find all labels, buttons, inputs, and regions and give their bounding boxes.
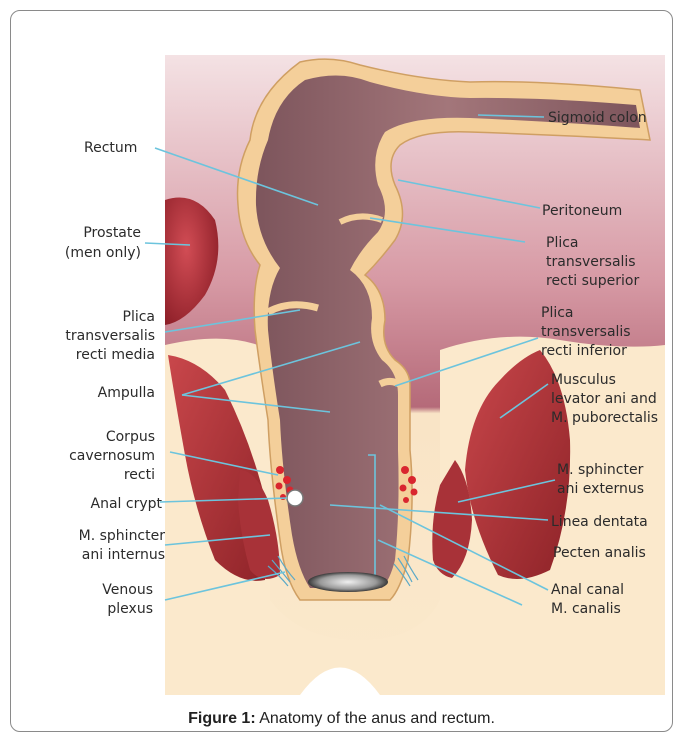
label-corpus-3: recti: [124, 467, 155, 483]
label-sigmoid-colon: Sigmoid colon: [548, 110, 647, 126]
label-plica-inferior-3: recti inferior: [541, 343, 627, 359]
anus-opening: [308, 572, 388, 592]
label-venous-2: plexus: [107, 601, 153, 617]
label-prostate-2: (men only): [65, 245, 141, 261]
label-plica-superior-3: recti superior: [546, 273, 639, 289]
label-plica-media-3: recti media: [76, 347, 155, 363]
figure-caption: Figure 1: Anatomy of the anus and rectum…: [0, 710, 683, 728]
label-sphincter-int-1: M. sphincter: [79, 528, 166, 544]
label-levator-1: Musculus: [551, 372, 616, 388]
label-levator-2: levator ani and: [551, 391, 657, 407]
label-prostate-1: Prostate: [83, 225, 141, 241]
label-plica-media-1: Plica: [123, 309, 156, 325]
label-plica-superior-2: transversalis: [546, 254, 636, 270]
label-anal-canal-1: Anal canal: [551, 582, 624, 598]
label-sphincter-ext-1: M. sphincter: [557, 462, 644, 478]
label-venous-1: Venous: [102, 582, 153, 598]
label-levator-3: M. puborectalis: [551, 410, 658, 426]
label-plica-inferior-2: transversalis: [541, 324, 631, 340]
label-ampulla: Ampulla: [98, 385, 155, 401]
label-sphincter-ext-2: ani externus: [557, 481, 644, 497]
label-plica-media-2: transversalis: [65, 328, 155, 344]
label-corpus-1: Corpus: [106, 429, 155, 445]
caption-text: Anatomy of the anus and rectum.: [256, 710, 495, 727]
label-corpus-2: cavernosum: [69, 448, 155, 464]
label-plica-inferior-1: Plica: [541, 305, 574, 321]
label-linea-dentata: Linea dentata: [551, 514, 648, 530]
anal-crypt-marker: [287, 490, 303, 506]
label-pecten-analis: Pecten analis: [553, 545, 646, 561]
label-anal-canal-2: M. canalis: [551, 601, 621, 617]
label-rectum: Rectum: [84, 140, 137, 156]
label-sphincter-int-2: ani internus: [82, 547, 165, 563]
caption-prefix: Figure 1:: [188, 710, 256, 727]
label-plica-superior-1: Plica: [546, 235, 579, 251]
label-anal-crypt: Anal crypt: [91, 496, 163, 512]
label-peritoneum: Peritoneum: [542, 203, 622, 219]
